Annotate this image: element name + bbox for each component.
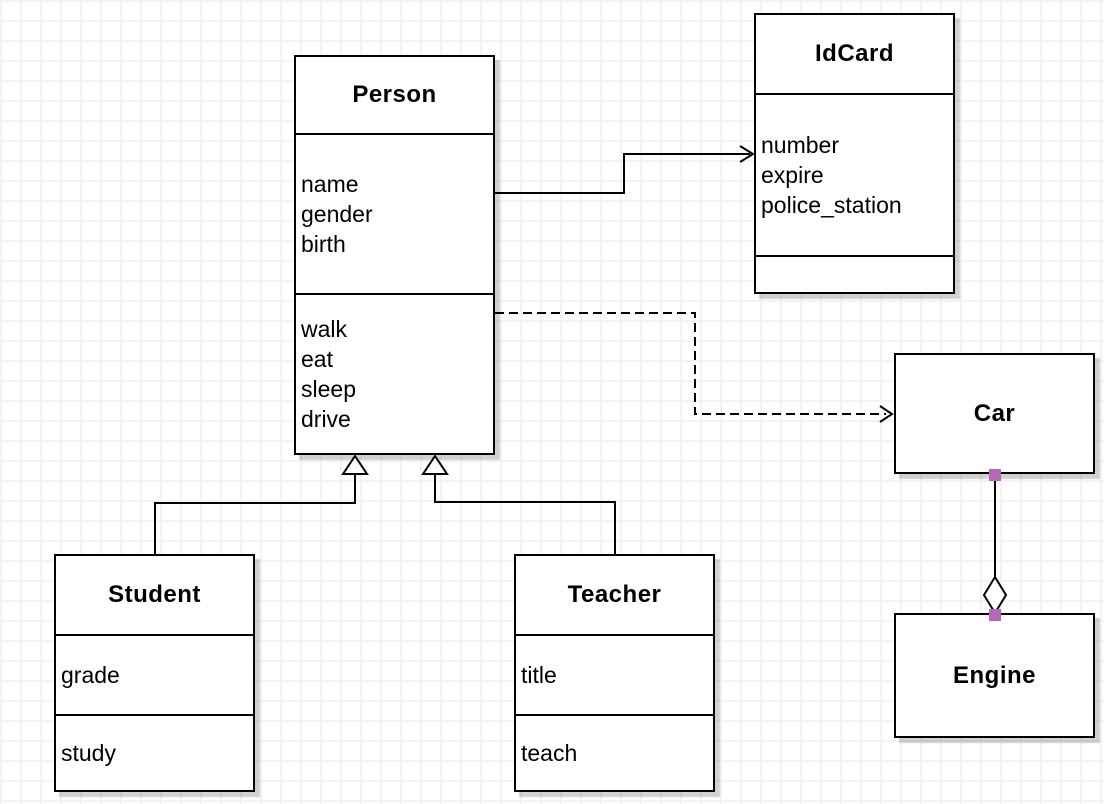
attribute: gender bbox=[301, 201, 373, 227]
attribute: birth bbox=[301, 231, 346, 257]
method: sleep bbox=[301, 376, 356, 402]
class-title-student: Student bbox=[108, 581, 201, 608]
method: drive bbox=[301, 406, 351, 432]
class-title-person: Person bbox=[352, 81, 437, 108]
hollow-triangle-icon bbox=[341, 454, 369, 475]
person-methods-compartment: walk eat sleep drive bbox=[296, 293, 493, 453]
method: teach bbox=[521, 740, 578, 766]
class-node-engine[interactable]: Engine bbox=[894, 613, 1095, 738]
hollow-diamond-icon bbox=[982, 575, 1008, 615]
open-arrowhead-icon bbox=[739, 145, 755, 163]
teacher-attributes-compartment: title bbox=[516, 634, 713, 714]
class-node-teacher[interactable]: Teacher title teach bbox=[514, 554, 715, 792]
attribute: expire bbox=[761, 162, 824, 188]
person-attributes-compartment: name gender birth bbox=[296, 133, 493, 293]
teacher-methods-compartment: teach bbox=[516, 714, 713, 790]
class-node-person[interactable]: Person name gender birth walk eat sleep … bbox=[294, 55, 495, 455]
association-person-idcard[interactable] bbox=[495, 153, 750, 194]
class-title-teacher: Teacher bbox=[567, 581, 662, 608]
idcard-attributes-compartment: number expire police_station bbox=[756, 93, 953, 255]
attribute: title bbox=[521, 662, 557, 688]
open-arrowhead-icon bbox=[879, 405, 894, 423]
attribute: police_station bbox=[761, 192, 902, 218]
attribute: number bbox=[761, 132, 839, 158]
method: walk bbox=[301, 316, 348, 342]
class-node-car[interactable]: Car bbox=[894, 353, 1095, 474]
class-title-car: Car bbox=[973, 399, 1016, 427]
student-methods-compartment: study bbox=[56, 714, 253, 790]
generalization-teacher-person[interactable] bbox=[434, 474, 616, 554]
class-title-idcard: IdCard bbox=[814, 40, 894, 67]
method: eat bbox=[301, 346, 333, 372]
dependency-person-car[interactable] bbox=[495, 312, 886, 415]
hollow-triangle-icon bbox=[421, 454, 449, 475]
attribute: grade bbox=[61, 662, 120, 688]
class-title-engine: Engine bbox=[952, 661, 1036, 689]
idcard-methods-compartment-empty bbox=[756, 255, 953, 292]
class-node-student[interactable]: Student grade study bbox=[54, 554, 255, 792]
class-node-idcard[interactable]: IdCard number expire police_station bbox=[754, 13, 955, 294]
attribute: name bbox=[301, 171, 359, 197]
generalization-student-person[interactable] bbox=[154, 474, 356, 554]
student-attributes-compartment: grade bbox=[56, 634, 253, 714]
method: study bbox=[61, 740, 116, 766]
